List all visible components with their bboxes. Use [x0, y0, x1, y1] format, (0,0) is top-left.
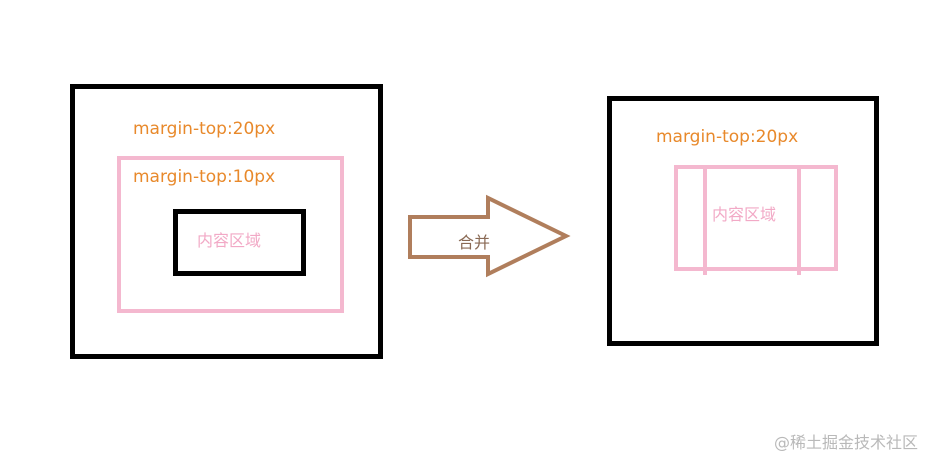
left-content-box	[173, 209, 306, 276]
right-outer-box	[607, 96, 879, 346]
left-outer-box	[70, 84, 383, 359]
left-outer-margin-label: margin-top:20px	[133, 119, 276, 139]
left-content-label: 内容区域	[197, 231, 262, 250]
right-content-label: 内容区域	[712, 205, 777, 224]
merge-arrow-icon	[408, 194, 571, 278]
right-outer-margin-label: margin-top:20px	[656, 127, 799, 147]
left-inner-margin-label: margin-top:10px	[133, 167, 276, 187]
right-left-inner-edge	[703, 167, 707, 275]
right-merged-box	[674, 165, 838, 271]
watermark: @稀土掘金技术社区	[773, 433, 918, 452]
right-right-inner-edge	[797, 167, 801, 275]
left-inner-box	[117, 156, 344, 313]
merge-label: 合并	[458, 233, 491, 252]
